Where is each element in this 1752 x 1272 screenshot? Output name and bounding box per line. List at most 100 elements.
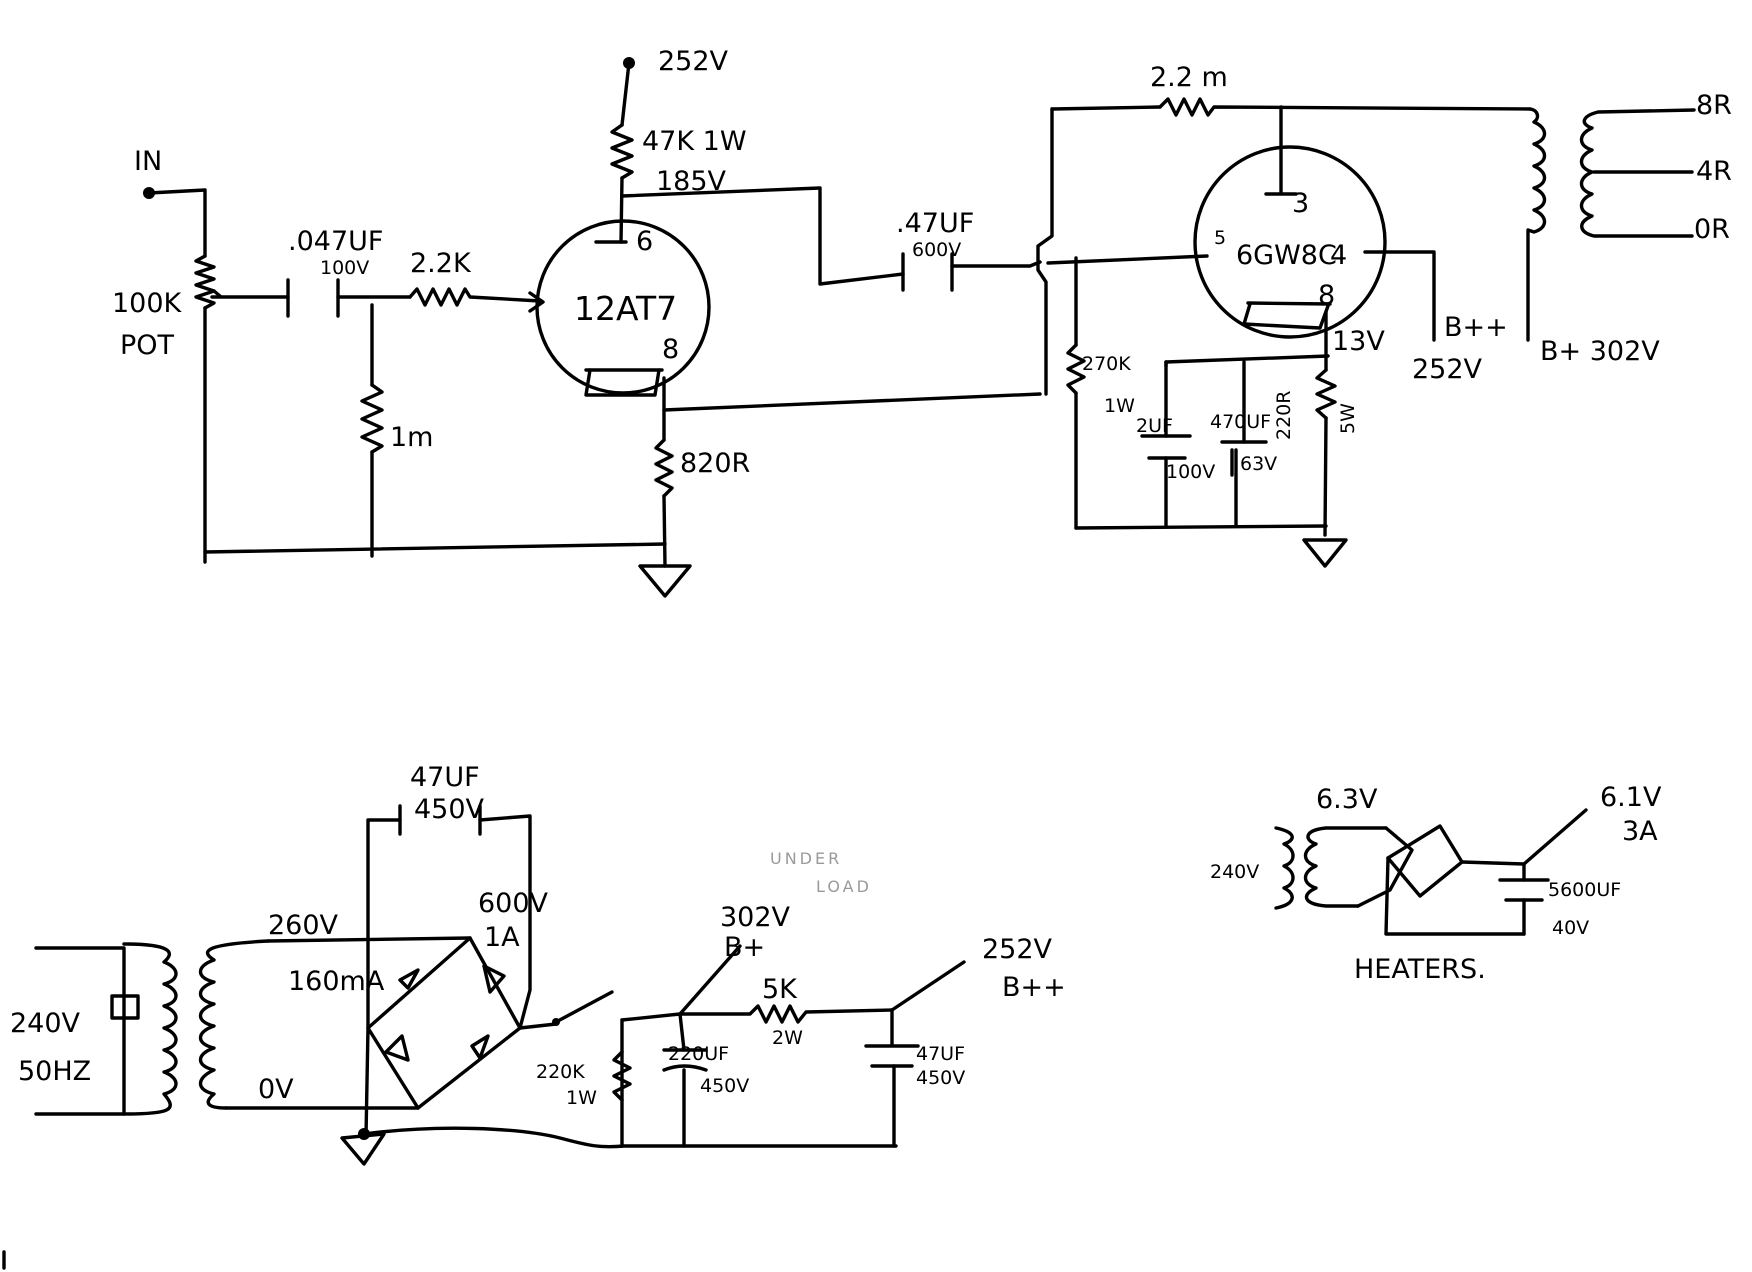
output-grid-resistor: [1066, 343, 1086, 395]
bplus-voltage-label: 302V: [720, 902, 791, 933]
input-wire: [147, 188, 207, 258]
tap-0r: 0R: [1694, 214, 1730, 245]
grid-stopper-resistor: [408, 287, 542, 307]
supply-ground-bus: [362, 1126, 898, 1149]
supply-ground-symbol: [340, 1132, 386, 1166]
heater-supply: [1274, 808, 1588, 936]
output-pin-3: 3: [1292, 188, 1309, 219]
secondary-voltage-label: 260V: [268, 910, 339, 941]
plate-resistor-value: 47K 1W: [642, 126, 747, 157]
screen-wire: [1363, 250, 1436, 342]
bypass-cap-1-voltage: 100V: [1166, 461, 1215, 483]
heater-cap-voltage: 40V: [1552, 917, 1589, 939]
output-cathode-resistor: [1315, 368, 1337, 420]
mains-fuse: [110, 994, 140, 1020]
power-transformer-primary: [122, 942, 178, 1116]
bplus-tap: [678, 944, 742, 1016]
bridge-rectifier: [366, 936, 522, 1110]
output-ground-symbol: [1302, 538, 1348, 568]
plate-voltage-label: 185V: [656, 166, 727, 197]
coupling-cap-voltage: 100V: [320, 257, 369, 279]
preamp-cathode: [584, 368, 661, 397]
pot-type: POT: [120, 330, 175, 361]
plate-supply-label: B+ 302V: [1540, 336, 1660, 367]
grid-leak-resistor: [360, 383, 384, 454]
plate-to-coupling-wire: [620, 186, 905, 286]
mains-voltage-label: 240V: [10, 1008, 81, 1039]
power-supply: [34, 804, 966, 1166]
heater-tap: [1522, 808, 1588, 866]
note-load: LOAD: [816, 877, 872, 896]
heater-secondary-label: 6.3V: [1316, 784, 1378, 815]
preamp-ground-bus: [203, 542, 667, 554]
feedback-wire: [662, 392, 1042, 412]
labels: IN 100K POT .047UF 100V 2.2K 1m 252V 47K…: [10, 46, 1732, 1109]
output-grid-wire: [1046, 254, 1209, 265]
bleeder-value: 220K: [536, 1061, 585, 1083]
bplusplus-label: B++: [1002, 972, 1066, 1003]
preamp-tube-label: 12AT7: [574, 289, 677, 328]
preamp-pin-8: 8: [662, 334, 679, 365]
supply-voltage-label: 252V: [658, 46, 729, 77]
diode-current-rating: 1A: [484, 922, 520, 953]
grid-resistor-watts: 1W: [1104, 395, 1135, 417]
preamp-pin-6: 6: [636, 226, 653, 257]
filter-cap-voltage: 450V: [414, 794, 485, 825]
grid-resistor-value: 270K: [1082, 353, 1131, 375]
mains-frequency-label: 50HZ: [18, 1056, 91, 1087]
bypass-cap-1-value: 2UF: [1136, 415, 1173, 437]
heater-mains-label: 240V: [1210, 861, 1259, 883]
screen-supply-voltage: 252V: [1412, 354, 1483, 385]
diode-4: [470, 1034, 490, 1060]
dropper-value: 5K: [762, 974, 798, 1005]
preamp-cathode-resistor: [654, 438, 674, 498]
grid-arrow: [528, 291, 545, 313]
feedback-resistor-value: 2.2 m: [1150, 62, 1228, 93]
output-cathode-resistor-value: 220R: [1273, 391, 1295, 440]
interstage-cap-value: .47UF: [896, 208, 974, 239]
grid-leak-value: 1m: [390, 422, 433, 453]
final-cap-voltage: 450V: [916, 1067, 965, 1089]
dropper-resistor: [678, 1004, 894, 1024]
dropper-watts: 2W: [772, 1027, 803, 1049]
interstage-cap-voltage: 600V: [912, 239, 961, 261]
output-pin-4: 4: [1330, 240, 1347, 271]
reservoir-cap-voltage: 450V: [700, 1075, 749, 1097]
output-pin-8: 8: [1318, 280, 1335, 311]
coupling-cap-value: .047UF: [288, 226, 383, 257]
heater-output-voltage: 6.1V: [1600, 782, 1662, 813]
final-cap-value: 47UF: [916, 1043, 965, 1065]
preamp-cathode-resistor-value: 820R: [680, 448, 750, 479]
tap-4r: 4R: [1696, 156, 1732, 187]
heaters-title: HEATERS.: [1354, 954, 1486, 985]
output-cathode-resistor-watts: 5W: [1337, 403, 1359, 434]
secondary-current-label: 160mA: [288, 966, 385, 997]
heater-transformer-secondary: [1303, 826, 1388, 908]
preamp-section: [143, 57, 1042, 598]
plate-load-resistor: [610, 123, 634, 180]
output-pin-5: 5: [1214, 227, 1226, 249]
output-stage: [1036, 97, 1696, 568]
diode-1: [398, 968, 420, 990]
bypass-cap-2-voltage: 63V: [1240, 453, 1277, 475]
feedback-return-wire: [1036, 107, 1054, 396]
preamp-ground-symbol: [638, 564, 692, 598]
bleeder-resistor: [612, 1050, 632, 1102]
output-tube-envelope: [1193, 145, 1387, 339]
filter-cap-value: 47UF: [410, 762, 480, 793]
output-transformer-primary: [1526, 107, 1547, 342]
cathode-voltage-label: 13V: [1332, 326, 1385, 357]
tap-8r: 8R: [1696, 90, 1732, 121]
bypass-cap-2-value: 470UF: [1210, 411, 1271, 433]
input-label: IN: [134, 146, 162, 177]
note-under: UNDER: [770, 849, 842, 868]
output-tube-label: 6GW8C: [1236, 240, 1337, 271]
pot-value: 100K: [112, 288, 183, 319]
bplusplus-tap: [890, 960, 966, 1012]
diode-3: [384, 1034, 410, 1062]
heater-transformer-primary: [1274, 826, 1295, 910]
power-transformer-secondary: [198, 939, 270, 1110]
volume-pot: [194, 254, 216, 310]
grid-stopper-value: 2.2K: [410, 248, 472, 279]
